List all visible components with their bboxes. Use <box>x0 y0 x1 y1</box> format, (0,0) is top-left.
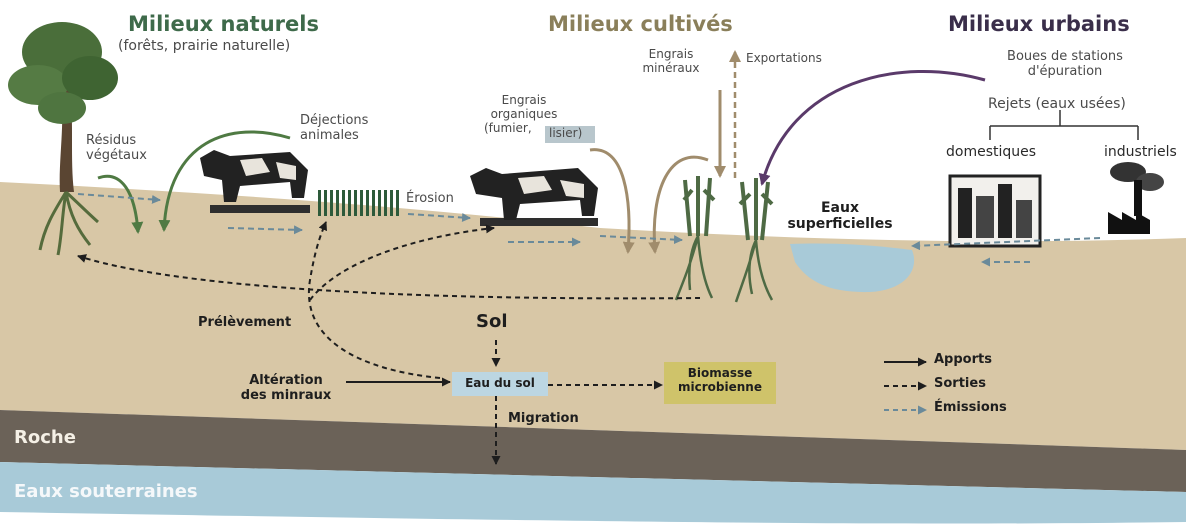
header-milieux-naturels: Milieux naturels <box>128 12 319 36</box>
label-lisier: lisier) <box>549 127 582 141</box>
header-milieux-cultives: Milieux cultivés <box>548 12 733 36</box>
label-industriels: industriels <box>1104 144 1177 160</box>
city-icon <box>950 176 1040 246</box>
label-rejets: Rejets (eaux usées) <box>988 96 1126 112</box>
header-milieux-urbains: Milieux urbains <box>948 12 1130 36</box>
label-eaux-souterraines: Eaux souterraines <box>14 482 198 503</box>
arrow-boues <box>762 71 985 184</box>
rejets-bracket <box>990 110 1138 140</box>
header-naturels-subtitle: (forêts, prairie naturelle) <box>118 38 290 54</box>
legend-apports: Apports <box>934 353 992 368</box>
label-roche: Roche <box>14 428 76 449</box>
label-migration: Migration <box>508 412 579 427</box>
label-erosion: Érosion <box>406 192 454 207</box>
factory-icon <box>1108 162 1164 234</box>
label-exportations: Exportations <box>746 52 822 66</box>
label-domestiques: domestiques <box>946 144 1036 160</box>
legend-sorties: Sorties <box>934 377 986 392</box>
label-sol: Sol <box>476 312 508 333</box>
legend-emissions: Émissions <box>934 401 1007 416</box>
label-prelevement: Prélèvement <box>198 316 291 331</box>
label-eau-du-sol: Eau du sol <box>452 377 548 391</box>
